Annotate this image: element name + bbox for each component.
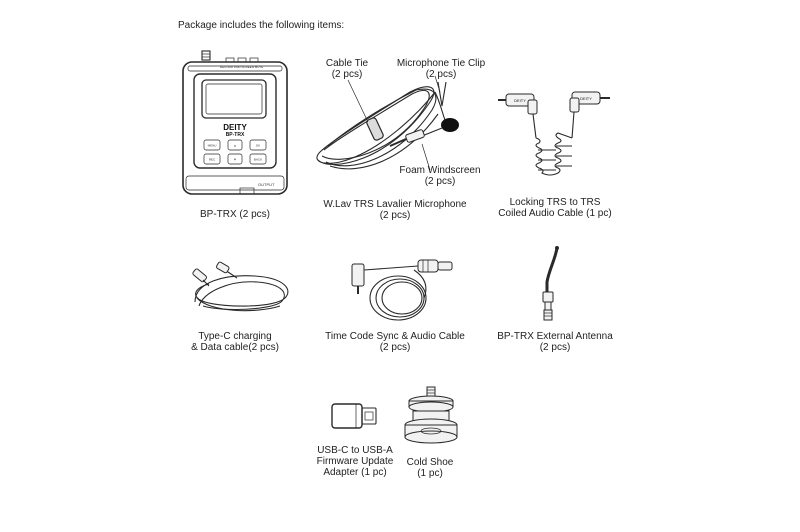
device-top-labels: RECORD PAIR SCREEN MUTE [220, 65, 263, 69]
svg-text:DEITY: DEITY [580, 96, 592, 101]
svg-text:OK: OK [256, 144, 260, 148]
cold-shoe-illustration [404, 386, 458, 444]
svg-text:DEITY: DEITY [514, 98, 526, 103]
svg-text:▲: ▲ [234, 144, 237, 148]
svg-text:BACK: BACK [254, 158, 262, 162]
device-output-label: OUTPUT [258, 182, 275, 187]
item-caption-usb-adapter: USB-C to USB-A Firmware Update Adapter (… [316, 445, 394, 478]
callout-foam-windscreen: Foam Windscreen (2 pcs) [399, 165, 481, 187]
coiled-audio-cable-illustration: DEITY DEITY [498, 91, 610, 176]
item-caption-time-code-cable: Time Code Sync & Audio Cable (2 pcs) [325, 331, 465, 353]
item-caption-type-c-cable: Type-C charging & Data cable(2 pcs) [191, 331, 279, 353]
usb-adapter-illustration [331, 403, 377, 429]
lavalier-microphone-illustration [316, 75, 459, 171]
callout-cable-tie: Cable Tie (2 pcs) [325, 58, 369, 80]
item-caption-bp-trx: BP-TRX (2 pcs) [199, 209, 270, 220]
device-model-label: BP-TRX [226, 132, 245, 138]
item-caption-cold-shoe: Cold Shoe (1 pc) [406, 457, 454, 479]
callout-microphone-tie-clip: Microphone Tie Clip (2 pcs) [396, 58, 486, 80]
bp-trx-transmitter-illustration: RECORD PAIR SCREEN MUTE DEITY BP-TRX MEN… [182, 50, 288, 195]
time-code-sync-cable-illustration [351, 259, 453, 321]
external-antenna-illustration [542, 246, 559, 321]
svg-text:MENU: MENU [208, 144, 217, 148]
page-heading: Package includes the following items: [178, 20, 345, 31]
svg-text:REC: REC [209, 158, 216, 162]
item-caption-external-antenna: BP-TRX External Antenna (2 pcs) [497, 331, 613, 353]
item-caption-coiled-audio-cable: Locking TRS to TRS Coiled Audio Cable (1… [498, 197, 612, 219]
type-c-cable-illustration [192, 261, 289, 312]
item-caption-lavalier-microphone: W.Lav TRS Lavalier Microphone (2 pcs) [323, 199, 467, 221]
svg-text:▼: ▼ [234, 158, 237, 162]
device-brand-logo: DEITY [223, 123, 247, 132]
